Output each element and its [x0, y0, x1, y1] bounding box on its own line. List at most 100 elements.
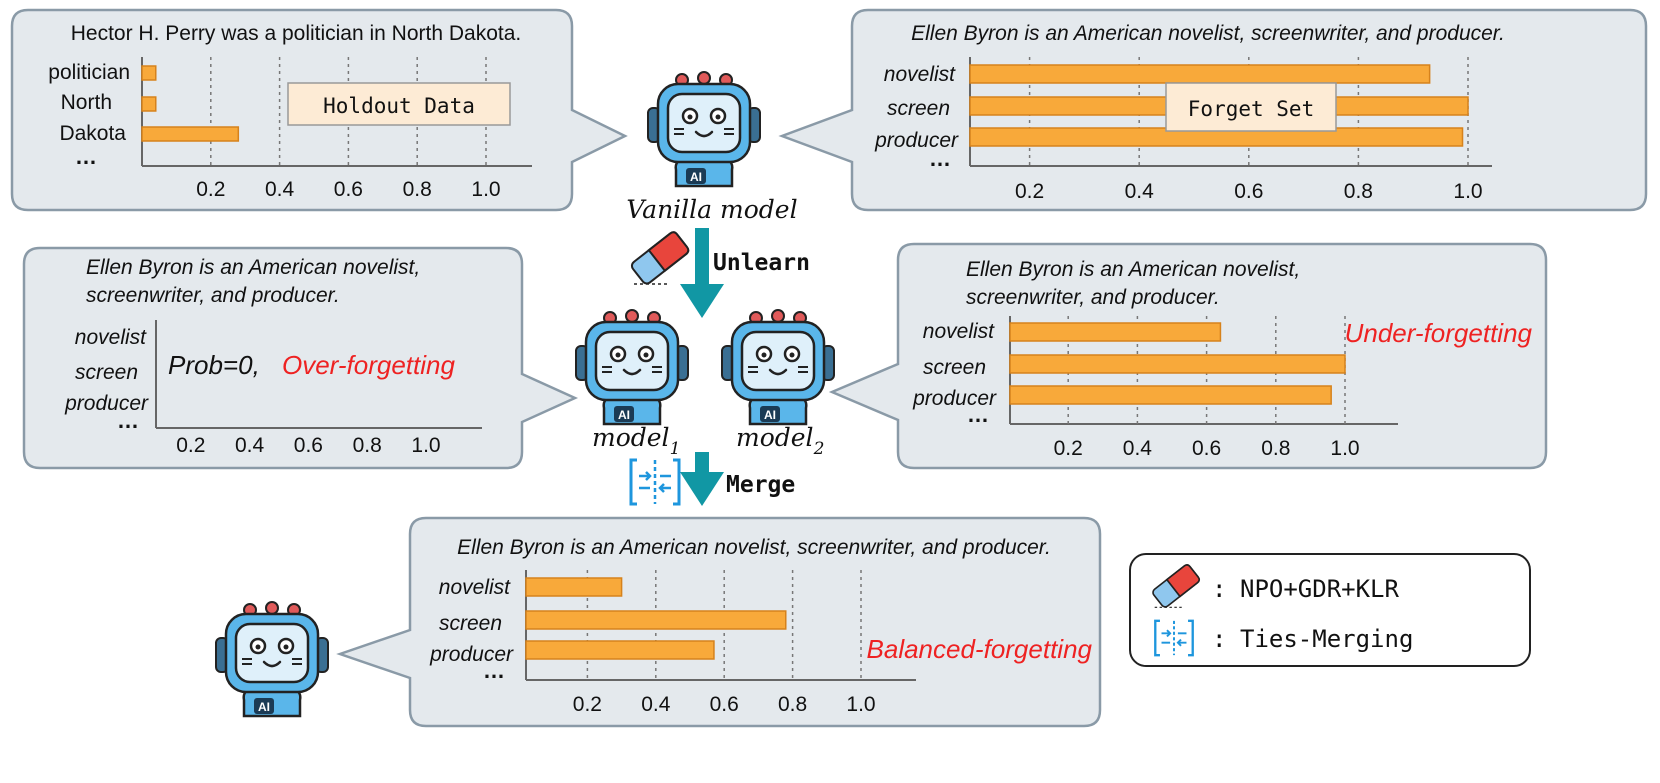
tick-label: 0.8 [778, 693, 807, 716]
bar [141, 96, 157, 112]
tick-label: 0.6 [334, 178, 363, 201]
tick-label: 1.0 [846, 693, 875, 716]
tick-label: 0.6 [1192, 437, 1221, 460]
over-forgetting-panel: Ellen Byron is an American novelist, scr… [22, 246, 579, 470]
label-ellipsis: … [483, 658, 505, 683]
tick-label: 0.8 [353, 434, 382, 457]
unlearn-step: Unlearn [628, 228, 810, 318]
tick-label: 0.4 [1123, 437, 1153, 460]
tick-label: 0.6 [1234, 180, 1263, 203]
label-screen: screen [439, 612, 502, 635]
forget-tag-label: Forget Set [1188, 97, 1314, 121]
tick-label: 0.2 [1054, 437, 1083, 460]
tick-label: 0.6 [710, 693, 739, 716]
balanced-sentence: Ellen Byron is an American novelist, scr… [457, 536, 1051, 559]
tick-label: 0.8 [1261, 437, 1290, 460]
bar [1009, 322, 1222, 342]
over-chart: novelist screen producer … 0.2 0.4 0.6 0.8 1… [64, 320, 482, 457]
label-dakota: Dakota [59, 122, 126, 145]
under-forgetting-panel: Ellen Byron is an American novelist, scr… [828, 242, 1548, 470]
bar [1009, 354, 1346, 374]
label-novelist: novelist [439, 576, 511, 599]
label-ellipsis: … [117, 408, 139, 433]
balanced-robot-icon [214, 600, 330, 718]
bar [969, 64, 1431, 84]
balanced-chart: novelist screen producer … 0.2 0.4 0.6 0.8 1… [429, 570, 916, 716]
legend-label-ties: Ties-Merging [1240, 625, 1413, 653]
label-novelist: novelist [923, 320, 995, 343]
bar [141, 65, 157, 81]
prob-zero-text: Prob=0, [168, 350, 260, 380]
tick-label: 1.0 [411, 434, 440, 457]
vanilla-robot-icon [646, 70, 762, 188]
forget-set-tag: Forget Set [1165, 82, 1337, 132]
tick-label: 1.0 [1330, 437, 1359, 460]
vanilla-model-label: Vanilla model [626, 195, 797, 224]
model1-label: model1 [592, 423, 680, 459]
tick-label: 0.2 [196, 178, 225, 201]
legend-box [1129, 553, 1531, 667]
holdout-sentence: Hector H. Perry was a politician in Nort… [71, 22, 522, 45]
label-screen: screen [923, 356, 986, 379]
forget-sentence: Ellen Byron is an American novelist, scr… [911, 22, 1505, 45]
label-producer: producer [64, 392, 149, 415]
label-north: North [61, 91, 112, 114]
under-sentence-line1: Ellen Byron is an American novelist, [966, 258, 1300, 281]
holdout-panel: Hector H. Perry was a politician in Nort… [10, 8, 628, 212]
label-novelist: novelist [75, 326, 147, 349]
tick-label: 0.6 [294, 434, 323, 457]
tick-label: 0.4 [265, 178, 295, 201]
over-sentence-line1: Ellen Byron is an American novelist, [86, 256, 420, 279]
bar [525, 610, 787, 630]
model2-robot-icon [720, 308, 836, 426]
label-producer: producer [429, 643, 514, 666]
under-sentence-line2: screenwriter, and producer. [966, 286, 1220, 309]
balanced-forgetting-panel: Ellen Byron is an American novelist, scr… [336, 516, 1102, 728]
merge-arrow [695, 452, 709, 476]
forget-panel: Ellen Byron is an American novelist, scr… [778, 8, 1648, 212]
label-ellipsis: … [967, 402, 989, 427]
over-sentence-line2: screenwriter, and producer. [86, 284, 340, 307]
label-politician: politician [48, 61, 130, 84]
label-producer: producer [912, 387, 997, 410]
legend: : NPO+GDR+KLR : Ties-Merging [1129, 553, 1531, 667]
model1-robot-icon [574, 308, 690, 426]
label-screen: screen [75, 361, 138, 384]
label-producer: producer [874, 129, 959, 152]
label-novelist: novelist [884, 63, 956, 86]
tick-label: 0.8 [1344, 180, 1373, 203]
merge-label: Merge [726, 472, 795, 498]
unlearn-label: Unlearn [713, 250, 810, 276]
bar [141, 126, 240, 142]
label-ellipsis: … [75, 144, 97, 169]
merge-step: Merge [629, 452, 795, 506]
bar [525, 577, 623, 597]
under-chart: novelist screen producer … 0.2 0.4 0.6 0.8 1… [912, 316, 1398, 460]
over-forgetting-label: Over-forgetting [282, 350, 455, 380]
unlearn-arrow [695, 228, 709, 288]
tick-label: 0.8 [403, 178, 432, 201]
tick-label: 0.2 [573, 693, 602, 716]
tick-label: 0.4 [1125, 180, 1155, 203]
unlearn-arrowhead [680, 284, 724, 318]
legend-label-npo: NPO+GDR+KLR [1240, 575, 1399, 603]
tick-label: 0.2 [176, 434, 205, 457]
tick-label: 0.4 [641, 693, 671, 716]
tick-label: 1.0 [1453, 180, 1482, 203]
holdout-tag-label: Holdout Data [323, 94, 475, 118]
legend-sep-1: : [1212, 575, 1226, 603]
holdout-chart: politician North Dakota … 0.2 0.4 0.6 0.8 1.… [48, 57, 532, 201]
balanced-forgetting-label: Balanced-forgetting [867, 634, 1093, 664]
eraser-icon [628, 229, 692, 287]
model2-label: model2 [736, 423, 824, 459]
speech-bubble [22, 246, 579, 470]
label-screen: screen [887, 97, 950, 120]
holdout-data-tag: Holdout Data [287, 82, 511, 126]
label-ellipsis: … [929, 146, 951, 171]
bar [1009, 385, 1332, 405]
tick-label: 0.4 [235, 434, 265, 457]
tick-label: 0.2 [1015, 180, 1044, 203]
merge-arrowhead [680, 472, 724, 506]
tick-label: 1.0 [471, 178, 500, 201]
